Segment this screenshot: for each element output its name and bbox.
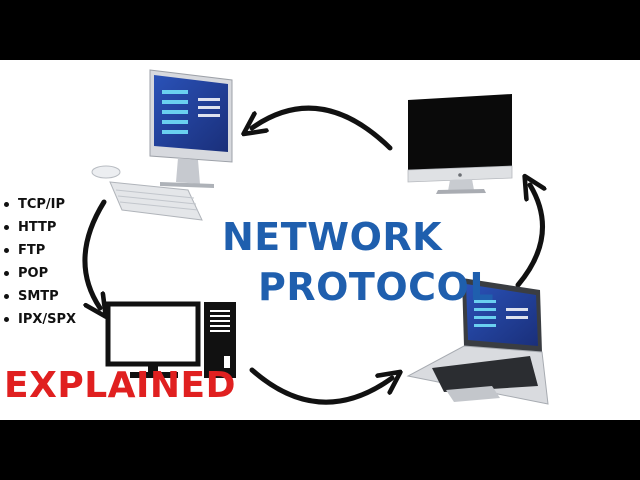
protocol-item: HTTP	[4, 216, 76, 239]
letterbox-top	[0, 0, 640, 60]
diagram-canvas: TCP/IP HTTP FTP POP SMTP IPX/SPX NETWORK…	[0, 60, 640, 420]
laptop-icon	[406, 278, 549, 405]
bullet-icon	[4, 294, 9, 299]
title-line-2: PROTOCOL	[258, 265, 495, 309]
protocol-list: TCP/IP HTTP FTP POP SMTP IPX/SPX	[4, 193, 76, 331]
explained-caption: EXPLAINED	[4, 365, 237, 406]
bullet-icon	[4, 202, 9, 207]
arrow-to-imac	[515, 185, 543, 288]
bullet-icon	[4, 317, 9, 322]
protocol-item: FTP	[4, 239, 76, 262]
protocol-item: IPX/SPX	[4, 308, 76, 331]
letterbox-bottom	[0, 420, 640, 480]
protocol-item: POP	[4, 262, 76, 285]
desktop-computer-icon	[91, 69, 233, 221]
pc-tower-icon	[105, 301, 236, 378]
network-diagram	[82, 69, 549, 405]
protocol-item: SMTP	[4, 285, 76, 308]
imac-monitor-icon	[407, 94, 513, 194]
arrow-to-desktop	[252, 105, 393, 151]
bullet-icon	[4, 225, 9, 230]
arrow-to-pc	[82, 199, 104, 308]
bullet-icon	[4, 271, 9, 276]
arrow-to-laptop	[249, 367, 392, 405]
bullet-icon	[4, 248, 9, 253]
title-line-1: NETWORK	[222, 215, 443, 259]
protocol-item: TCP/IP	[4, 193, 76, 216]
